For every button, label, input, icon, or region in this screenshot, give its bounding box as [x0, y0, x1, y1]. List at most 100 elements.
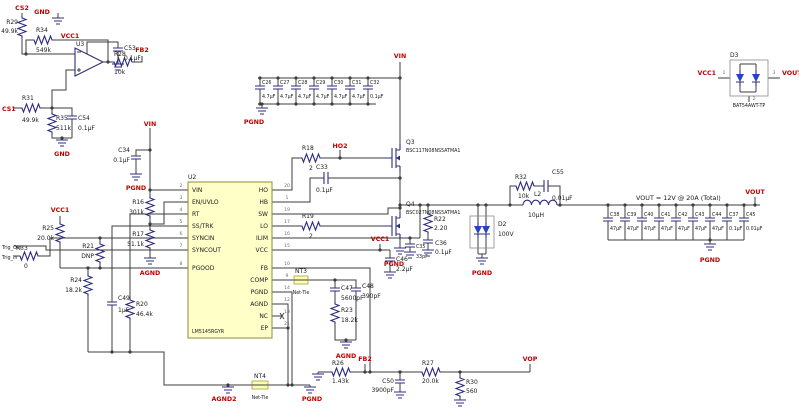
val-c46: 2.2µF	[396, 266, 413, 273]
ref-c36: C36	[435, 240, 447, 247]
inductor-l2	[522, 199, 558, 206]
ref-r34: R34	[36, 27, 48, 34]
net-flag-vin-caps: VIN	[394, 53, 407, 60]
pin-num-syncin: 6	[180, 231, 183, 237]
net-flag-cs2: CS2	[15, 5, 29, 12]
pin-name-agnd: AGND	[250, 301, 268, 308]
net-flag-pgnd-c34: PGND	[126, 185, 146, 192]
ref-c33: C33	[316, 164, 328, 171]
val-c55: 0.01µF	[552, 195, 573, 202]
val-r24: 18.2k	[65, 287, 82, 294]
ref-c27: C27	[280, 80, 289, 86]
pin-name-ep: EP	[261, 325, 269, 332]
net-flag-gnd-top: GND	[34, 9, 50, 16]
val-c29: 4.7µF	[316, 94, 330, 100]
val-c27: 4.7µF	[280, 94, 294, 100]
ref-c48: C48	[362, 283, 374, 290]
val-r21: DNP	[81, 253, 94, 260]
pin-num-lo: 17	[284, 219, 290, 225]
ref-c37: C37	[729, 212, 738, 218]
ref-d2: D2	[498, 221, 507, 228]
pin-num-ep: 21	[284, 321, 290, 327]
val-d2: 100V	[498, 231, 514, 238]
ref-r21: R21	[82, 243, 94, 250]
val-r31: 49.9k	[22, 117, 39, 124]
ref-r18: R18	[302, 145, 314, 152]
ref-l2: L2	[534, 191, 541, 198]
ref-r24: R24	[70, 277, 82, 284]
net-flag-vcc1-vcc: VCC1	[371, 236, 390, 243]
net-flag-gnd-bot: GND	[54, 151, 70, 158]
ref-u3: U3	[76, 41, 84, 48]
val-r28: 10k	[114, 69, 126, 76]
net-flag-vcc1-pgood: VCC1	[51, 207, 70, 214]
junction-dots	[24, 52, 757, 387]
ref-r33: R33	[16, 245, 28, 252]
val-c35: 33pF	[416, 254, 428, 260]
ref-c43: C43	[695, 212, 704, 218]
ref-r17: R17	[132, 231, 144, 238]
pin-num-agnd: 12	[284, 297, 290, 303]
val-r27: 20.0k	[422, 378, 439, 385]
ref-r32: R32	[515, 174, 527, 181]
pin-num-syncout: 7	[180, 243, 183, 249]
net-flag-fb2-opamp: FB2	[135, 47, 148, 54]
val-c54: 0.1µF	[78, 125, 95, 132]
ref-c45: C45	[746, 212, 755, 218]
diode-d2	[469, 215, 495, 249]
pin-num-vin: 2	[180, 183, 183, 189]
net-flag-pgnd-out: PGND	[700, 257, 720, 264]
ref-c40: C40	[644, 212, 653, 218]
pin-num-sw: 19	[284, 207, 290, 213]
pin-name-ilim: ILIM	[256, 235, 268, 242]
pin-name-sw: SW	[258, 211, 268, 218]
mosfet-q3	[383, 143, 401, 173]
net-flag-pgnd-bottom: PGND	[302, 396, 322, 403]
pin-name-nc: NC	[259, 313, 268, 320]
ref-c50: C50	[382, 378, 394, 385]
net-flag-pgnd-d2: PGND	[472, 270, 492, 277]
val-c34: 0.1µF	[113, 157, 130, 164]
ref-r20: R20	[136, 301, 148, 308]
label-trig-out: Trig_Out	[1, 245, 22, 251]
val-r16: 301k	[129, 209, 144, 216]
val-c41: 47µF	[661, 226, 673, 232]
val-c53: 0.1µF	[124, 55, 141, 62]
val-r17: 51.1k	[127, 241, 144, 248]
pin-num-ilim: 16	[284, 231, 290, 237]
pin-num-en: 3	[180, 195, 183, 201]
val-r19: 2	[309, 233, 313, 240]
val-r32: 10k	[518, 193, 530, 200]
pin-name-lo: LO	[260, 223, 268, 230]
ref-c38: C38	[610, 212, 619, 218]
pin-num-vcc: 15	[284, 243, 290, 249]
pin-num-nc: 13	[284, 309, 290, 315]
ref-r19: R19	[302, 213, 314, 220]
ref-r23: R23	[341, 307, 353, 314]
ref-c46: C46	[396, 256, 408, 263]
val-r23: 18.2k	[341, 317, 358, 324]
net-flag-pgnd-caps: PGND	[244, 119, 264, 126]
pin-name-ho: HO	[259, 187, 269, 194]
ref-c39: C39	[627, 212, 636, 218]
pin-num-rt: 4	[180, 207, 183, 213]
label-nt3: Net-Tie	[293, 290, 310, 296]
val-c47: 5600pF	[341, 295, 364, 302]
ref-r16: R16	[132, 199, 144, 206]
net-flag-vin-ic: VIN	[144, 121, 157, 128]
part-d3: BAT54AWT-TP	[733, 103, 766, 109]
val-c33: 0.1µF	[316, 187, 333, 194]
ref-r29: R29	[6, 19, 18, 26]
pin-num-d3-1: 1	[723, 70, 726, 76]
pin-name-comp: COMP	[250, 277, 268, 284]
pin-name-syncin: SYNCIN	[192, 235, 214, 242]
pin-name-syncout: SYNCOUT	[192, 247, 221, 254]
ref-c26: C26	[262, 80, 271, 86]
pin-name-ss: SS/TRK	[192, 223, 214, 230]
net-flag-agnd2: AGND2	[212, 396, 237, 403]
pin-name-fb: FB	[260, 265, 268, 272]
net-flag-agnd-r17: AGND	[140, 270, 161, 277]
part-u2: LM5145RGYR	[192, 329, 225, 335]
ref-r22: R22	[434, 216, 446, 223]
